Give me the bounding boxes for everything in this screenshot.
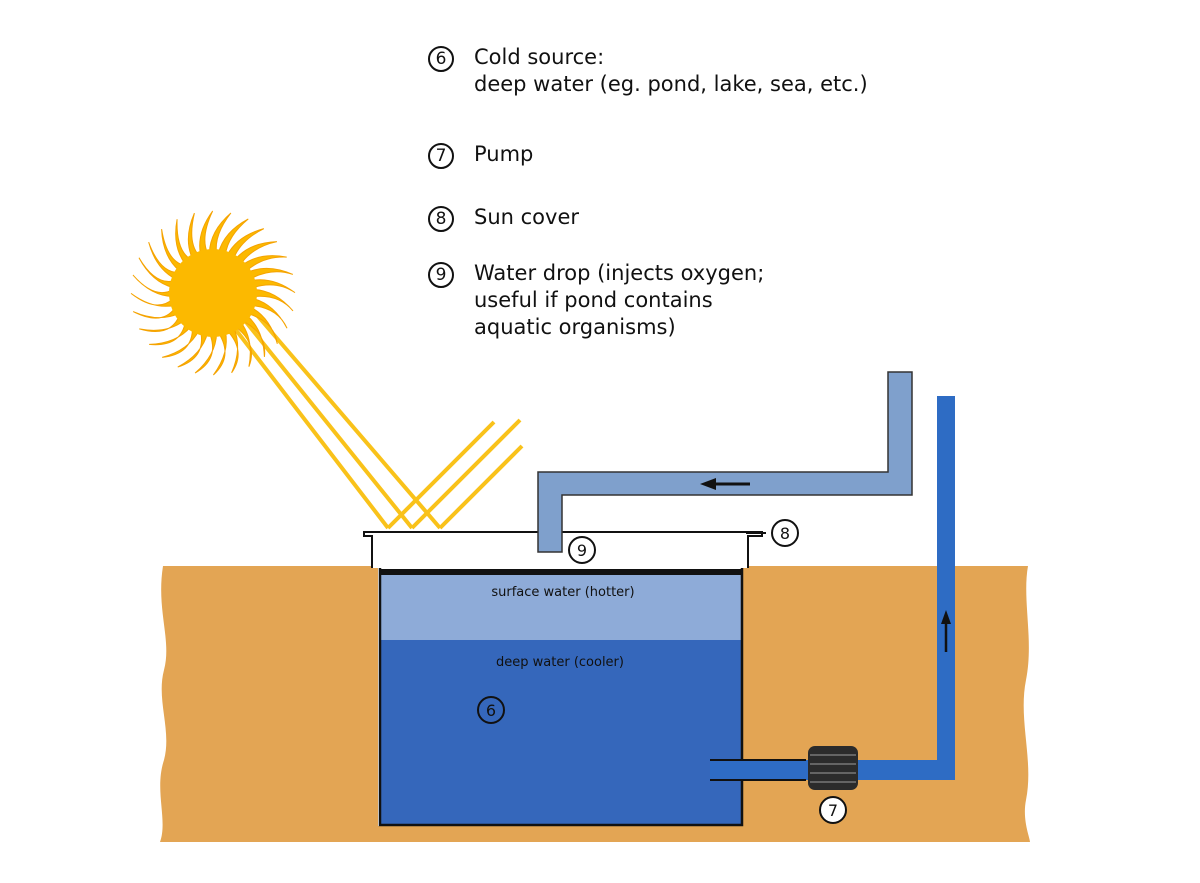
return-flow-arrow bbox=[700, 478, 750, 490]
legend-number: 9 bbox=[428, 262, 454, 288]
deep-water-layer bbox=[380, 640, 741, 824]
legend-text: Cold source: deep water (eg. pond, lake,… bbox=[474, 45, 868, 96]
sun-flame bbox=[132, 306, 180, 319]
sun-rays bbox=[234, 312, 524, 530]
legend-text: Water drop (injects oxygen; useful if po… bbox=[474, 261, 765, 339]
svg-text:8: 8 bbox=[780, 524, 790, 543]
sun-flame bbox=[252, 288, 294, 312]
sun-flame bbox=[226, 228, 265, 260]
sun-flame bbox=[246, 267, 294, 280]
sun-flame bbox=[187, 212, 200, 260]
legend-item-sun-cover: 8 Sun cover bbox=[428, 204, 579, 232]
sun-flame bbox=[208, 212, 232, 254]
legend-number: 6 bbox=[428, 46, 454, 72]
marker-sun-cover: 8 bbox=[771, 519, 799, 547]
pond-cover-plate bbox=[380, 569, 743, 575]
sun bbox=[169, 249, 257, 337]
svg-text:9: 9 bbox=[577, 541, 587, 560]
legend-text: Sun cover bbox=[474, 205, 579, 229]
deep-water-label: deep water (cooler) bbox=[496, 655, 624, 670]
supply-flow-arrow bbox=[941, 610, 951, 652]
legend-item-water-drop: 9 Water drop (injects oxygen; useful if … bbox=[428, 260, 764, 341]
legend-item-cold-source: 6 Cold source: deep water (eg. pond, lak… bbox=[428, 44, 868, 98]
svg-text:7: 7 bbox=[828, 801, 838, 820]
sun-flame bbox=[241, 255, 287, 272]
surface-water-layer bbox=[380, 574, 741, 640]
legend-text: Pump bbox=[474, 142, 534, 166]
svg-text:6: 6 bbox=[486, 701, 496, 720]
sun-cover bbox=[363, 531, 763, 568]
sun-flame bbox=[217, 218, 249, 256]
pond-outline bbox=[378, 568, 744, 827]
sun-flame bbox=[250, 297, 288, 329]
marker-deep-water: 6 bbox=[477, 696, 505, 724]
sun-flame bbox=[199, 210, 214, 256]
marker-water-drop: 9 bbox=[568, 536, 596, 564]
marker-pump: 7 bbox=[819, 796, 847, 824]
legend-number: 8 bbox=[428, 206, 454, 232]
sun-flame bbox=[130, 292, 176, 307]
return-pipe bbox=[537, 371, 913, 553]
pump bbox=[808, 746, 858, 790]
sun-flame bbox=[226, 326, 239, 374]
sun-flame bbox=[250, 279, 296, 294]
legend-item-pump: 7 Pump bbox=[428, 141, 533, 169]
legend-number: 7 bbox=[428, 143, 454, 169]
surface-water-label: surface water (hotter) bbox=[491, 585, 634, 600]
sun-flame bbox=[212, 330, 227, 376]
sun-flame bbox=[175, 219, 192, 265]
